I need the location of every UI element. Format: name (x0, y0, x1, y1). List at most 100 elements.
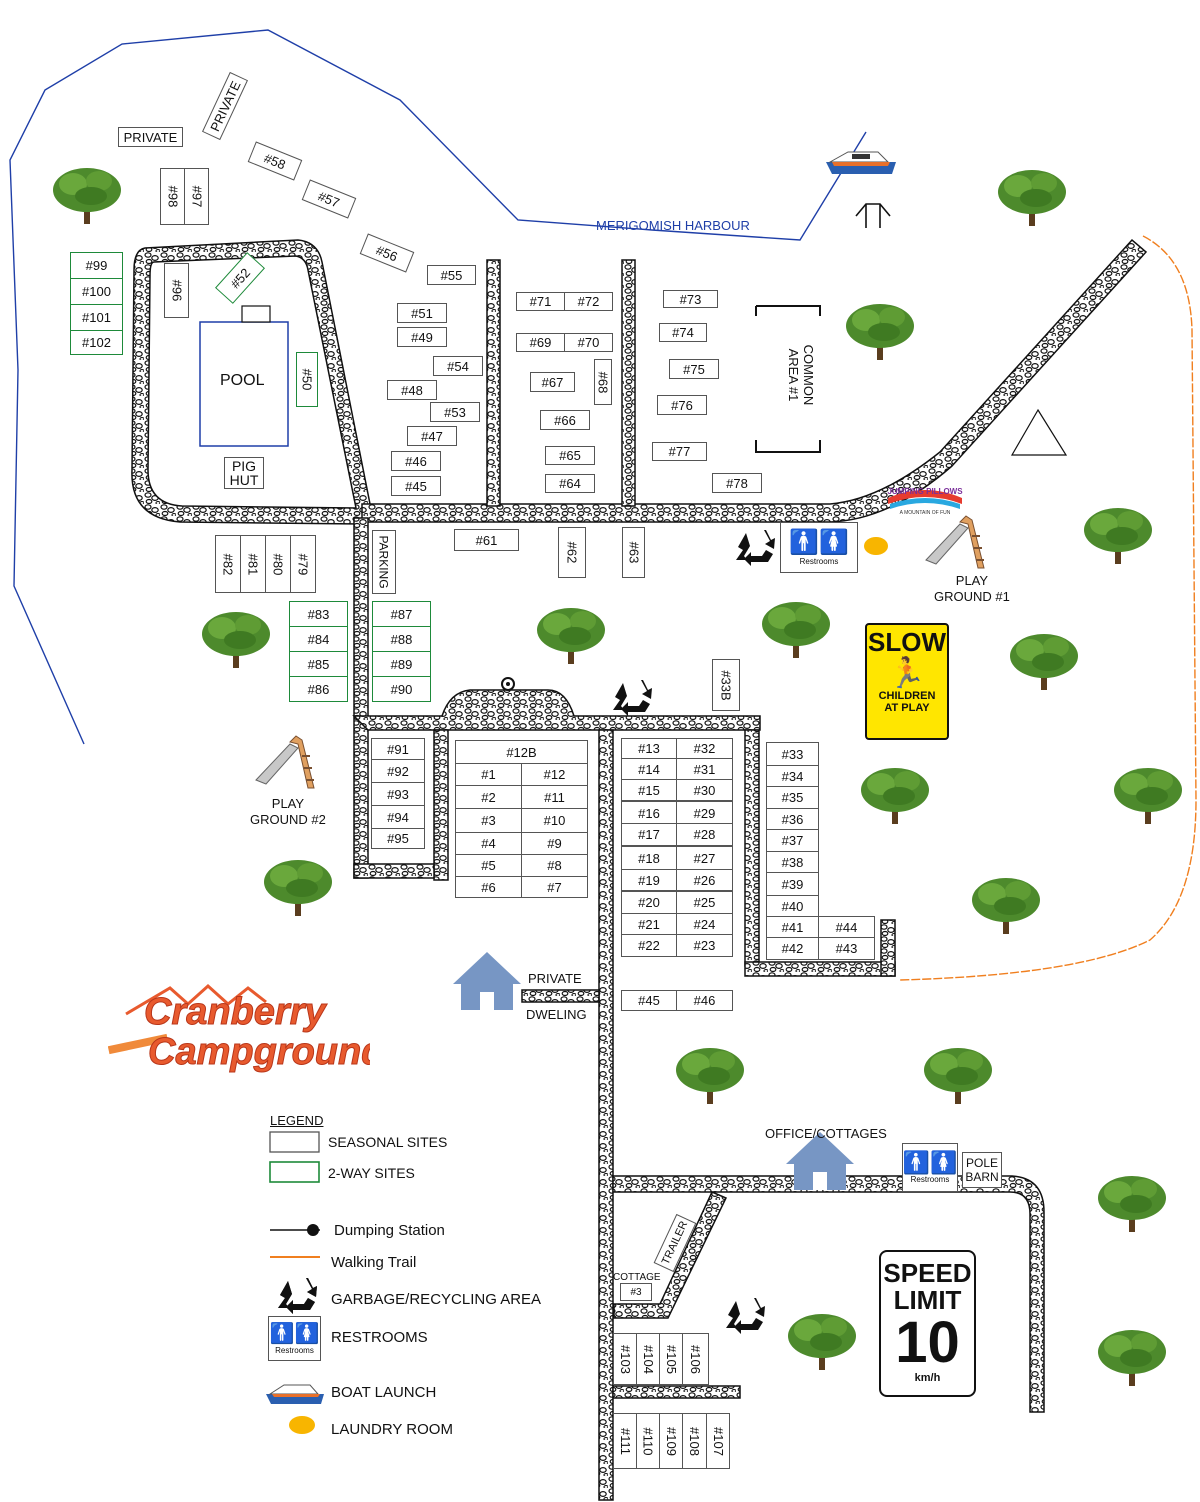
site-107[interactable]: #107 (706, 1413, 730, 1469)
site-21[interactable]: #21 (621, 913, 677, 935)
site-71[interactable]: #71 (516, 292, 565, 311)
site-90[interactable]: #90 (372, 676, 431, 702)
site-36[interactable]: #36 (766, 808, 819, 830)
site-86[interactable]: #86 (289, 676, 348, 702)
site-64[interactable]: #64 (545, 474, 595, 493)
site-53[interactable]: #53 (430, 402, 480, 422)
site-81[interactable]: #81 (240, 535, 266, 593)
site-45-south[interactable]: #45 (621, 990, 677, 1011)
site-111[interactable]: #111 (613, 1413, 637, 1469)
site-9[interactable]: #9 (521, 832, 588, 855)
site-83[interactable]: #83 (289, 601, 348, 627)
site-15[interactable]: #15 (621, 779, 677, 801)
site-50[interactable]: #50 (296, 352, 318, 407)
site-7[interactable]: #7 (521, 876, 588, 898)
site-19[interactable]: #19 (621, 869, 677, 891)
site-47[interactable]: #47 (407, 426, 457, 446)
site-40[interactable]: #40 (766, 895, 819, 917)
site-75[interactable]: #75 (669, 359, 719, 379)
site-70[interactable]: #70 (564, 333, 613, 352)
site-22[interactable]: #22 (621, 934, 677, 957)
site-16[interactable]: #16 (621, 801, 677, 825)
site-33b[interactable]: #33B (712, 659, 740, 711)
site-67[interactable]: #67 (530, 372, 575, 392)
site-100[interactable]: #100 (70, 278, 123, 305)
site-102[interactable]: #102 (70, 330, 123, 355)
site-97[interactable]: #97 (184, 168, 209, 225)
site-14[interactable]: #14 (621, 758, 677, 780)
site-72[interactable]: #72 (564, 292, 613, 311)
site-4[interactable]: #4 (455, 832, 522, 855)
site-69[interactable]: #69 (516, 333, 565, 352)
site-104[interactable]: #104 (636, 1333, 660, 1385)
site-95[interactable]: #95 (371, 828, 425, 849)
site-54[interactable]: #54 (433, 356, 483, 376)
site-3[interactable]: #3 (455, 808, 522, 833)
site-20[interactable]: #20 (621, 891, 677, 914)
site-12[interactable]: #12 (521, 763, 588, 786)
site-46[interactable]: #46 (391, 451, 441, 471)
site-11[interactable]: #11 (521, 785, 588, 809)
site-10[interactable]: #10 (521, 808, 588, 833)
site-74[interactable]: #74 (659, 323, 707, 342)
site-2[interactable]: #2 (455, 785, 522, 809)
site-108[interactable]: #108 (682, 1413, 707, 1469)
site-55[interactable]: #55 (427, 265, 476, 285)
site-85[interactable]: #85 (289, 651, 348, 677)
site-33[interactable]: #33 (766, 742, 819, 766)
site-77[interactable]: #77 (652, 442, 707, 461)
site-65[interactable]: #65 (545, 446, 595, 465)
site-25[interactable]: #25 (676, 891, 733, 914)
site-18[interactable]: #18 (621, 846, 677, 870)
site-31[interactable]: #31 (676, 758, 733, 780)
site-8[interactable]: #8 (521, 854, 588, 877)
site-84[interactable]: #84 (289, 626, 348, 652)
site-66[interactable]: #66 (540, 410, 590, 430)
site-41[interactable]: #41 (766, 916, 819, 938)
site-103[interactable]: #103 (613, 1333, 637, 1385)
site-62[interactable]: #62 (558, 527, 586, 578)
site-73[interactable]: #73 (663, 290, 718, 308)
site-93[interactable]: #93 (371, 782, 425, 806)
site-105[interactable]: #105 (659, 1333, 683, 1385)
site-61[interactable]: #61 (454, 529, 519, 551)
site-92[interactable]: #92 (371, 759, 425, 783)
site-99[interactable]: #99 (70, 252, 123, 279)
site-48[interactable]: #48 (387, 380, 437, 400)
site-32[interactable]: #32 (676, 738, 733, 759)
site-82[interactable]: #82 (215, 535, 241, 593)
site-110[interactable]: #110 (636, 1413, 660, 1469)
site-49[interactable]: #49 (397, 327, 447, 347)
site-37[interactable]: #37 (766, 829, 819, 852)
site-106[interactable]: #106 (682, 1333, 709, 1385)
site-87[interactable]: #87 (372, 601, 431, 627)
site-23[interactable]: #23 (676, 934, 733, 957)
site-24[interactable]: #24 (676, 913, 733, 935)
site-80[interactable]: #80 (265, 535, 291, 593)
site-109[interactable]: #109 (659, 1413, 683, 1469)
site-79[interactable]: #79 (290, 535, 316, 593)
site-94[interactable]: #94 (371, 805, 425, 829)
site-46-south[interactable]: #46 (676, 990, 733, 1011)
site-34[interactable]: #34 (766, 765, 819, 787)
site-29[interactable]: #29 (676, 801, 733, 825)
site-51[interactable]: #51 (397, 303, 447, 323)
site-17[interactable]: #17 (621, 823, 677, 846)
site-26[interactable]: #26 (676, 869, 733, 891)
site-76[interactable]: #76 (657, 395, 707, 415)
site-1[interactable]: #1 (455, 763, 522, 786)
site-42[interactable]: #42 (766, 937, 819, 960)
site-28[interactable]: #28 (676, 823, 733, 846)
site-98[interactable]: #98 (160, 168, 185, 225)
site-101[interactable]: #101 (70, 304, 123, 331)
site-68[interactable]: #68 (594, 359, 612, 405)
site-96[interactable]: #96 (164, 263, 189, 318)
site-13[interactable]: #13 (621, 738, 677, 759)
site-12b[interactable]: #12B (455, 740, 588, 764)
site-78[interactable]: #78 (712, 473, 762, 493)
site-88[interactable]: #88 (372, 626, 431, 652)
site-6[interactable]: #6 (455, 876, 522, 898)
site-45[interactable]: #45 (391, 476, 441, 496)
site-38[interactable]: #38 (766, 851, 819, 873)
site-39[interactable]: #39 (766, 872, 819, 896)
